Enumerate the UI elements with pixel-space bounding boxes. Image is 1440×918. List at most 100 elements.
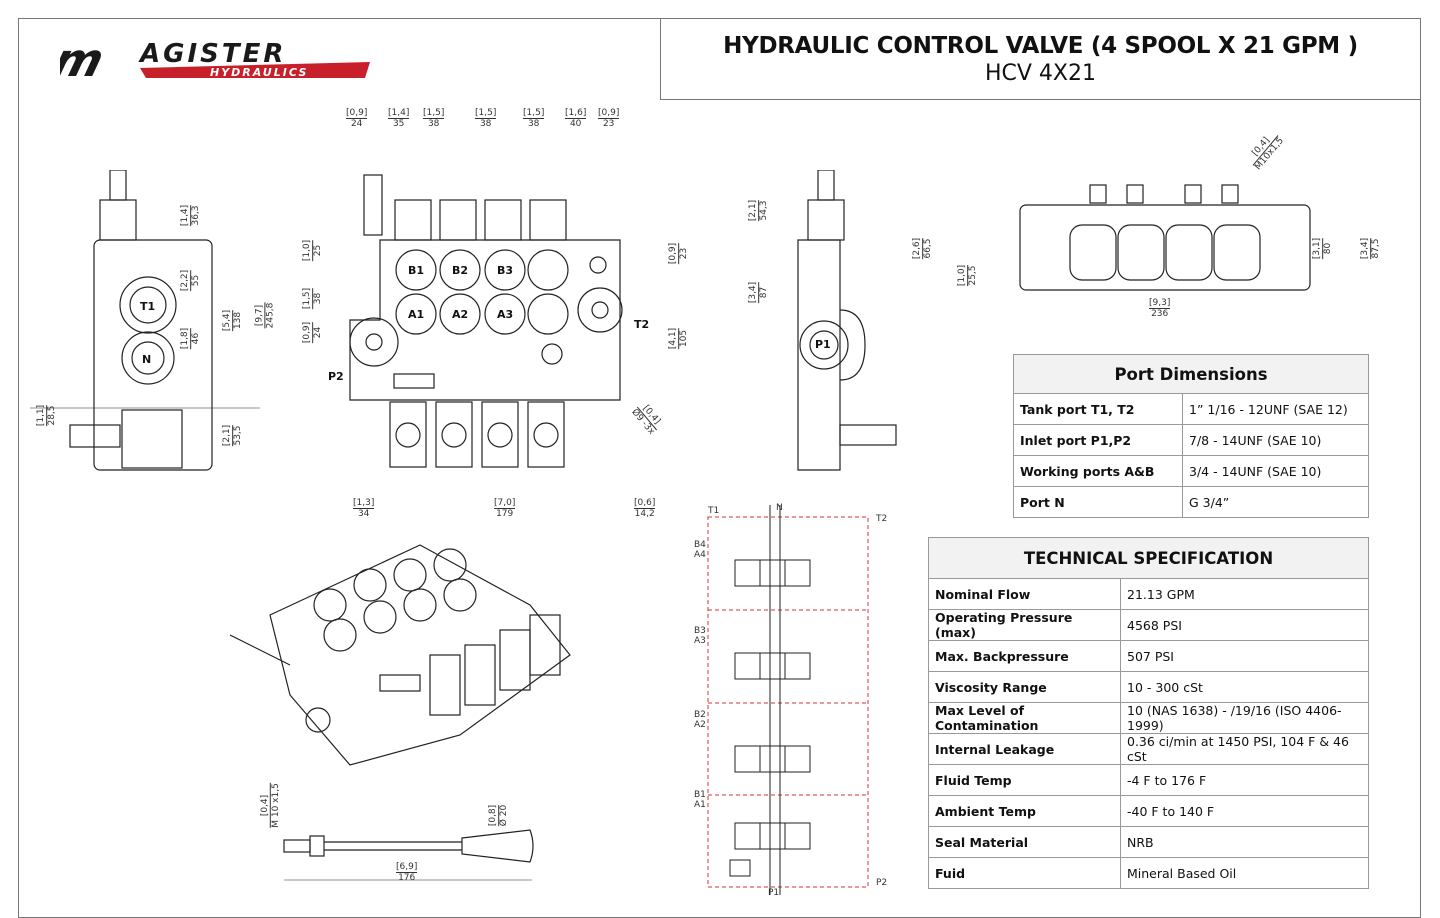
row-value: 10 - 300 cSt [1120,671,1369,703]
dim-rod-diameter: [0,8]Ø 20 [488,804,510,827]
dim-top-view-4: [9,3]236 [1149,298,1171,319]
dim-bottom-3: [0,6]14,2 [634,498,656,519]
dim-side-5: [1,8]46 [180,327,202,350]
dim-top-view-6: [3,4]87,5 [1360,237,1382,260]
row-value: 1” 1/16 - 12UNF (SAE 12) [1182,393,1369,425]
schematic-section-3: B3 A3 [694,626,706,646]
front-view-drawing [349,174,623,468]
port-t1-label: T1 [140,300,156,313]
svg-text:HYDRAULICS: HYDRAULICS [210,66,308,79]
row-value: 4568 PSI [1120,609,1369,641]
dim-side-r1: [2,1]54,3 [748,199,770,222]
dim-side-2: [2,2]55 [180,269,202,292]
table-row: Ambient Temp-40 F to 140 F [928,795,1369,827]
row-label: Working ports A&B [1013,455,1183,487]
table-row: Operating Pressure (max)4568 PSI [928,609,1369,641]
top-view-drawing [1019,184,1311,291]
port-a1-label: A1 [408,308,425,321]
row-label: Fuid [928,857,1121,889]
row-label: Port N [1013,486,1183,518]
dim-front-l1: [1,0]25 [302,239,324,262]
schematic-p1: P1 [768,888,780,898]
dim-top-7: [0,9]23 [598,108,620,129]
row-label: Ambient Temp [928,795,1121,827]
row-label: Max Level of Contamination [928,702,1121,734]
port-b1-label: B1 [408,264,425,277]
schematic-section-2: B2 A2 [694,710,706,730]
side-view-right-drawing [797,170,897,471]
svg-text:AGISTER: AGISTER [138,40,286,69]
magister-logo: m AGISTER HYDRAULICS [47,35,380,88]
side-view-left-drawing [30,170,260,471]
row-value: 3/4 - 14UNF (SAE 10) [1182,455,1369,487]
port-dimensions-title: Port Dimensions [1013,354,1369,394]
row-label: Viscosity Range [928,671,1121,703]
hydraulic-schematic [707,505,869,895]
dim-top-3: [1,5]38 [423,108,445,129]
row-label: Internal Leakage [928,733,1121,765]
schematic-section-1: B1 A1 [694,790,706,810]
port-p2-label: P2 [328,370,344,383]
row-value: -40 F to 140 F [1120,795,1369,827]
dim-side-3: [5,4]138 [222,309,244,332]
row-label: Tank port T1, T2 [1013,393,1183,425]
port-n-label: N [142,353,152,366]
dim-rod-length: [6,9]176 [396,862,418,883]
schematic-p2: P2 [876,878,888,888]
model-number: HCV 4X21 [984,61,1096,86]
lever-rod-drawing [283,829,534,881]
title-block: HYDRAULIC CONTROL VALVE (4 SPOOL X 21 GP… [660,18,1421,100]
row-value: Mineral Based Oil [1120,857,1369,889]
row-label: Max. Backpressure [928,640,1121,672]
schematic-t1: T1 [708,506,720,516]
row-label: Inlet port P1,P2 [1013,424,1183,456]
dim-front-r1: [0,9]23 [668,242,690,265]
row-value: 21.13 GPM [1120,578,1369,610]
row-value: NRB [1120,826,1369,858]
port-p1-label: P1 [815,338,831,351]
svg-text:m: m [60,40,109,82]
dim-top-view-5: [3,1]80 [1312,237,1334,260]
document-title: HYDRAULIC CONTROL VALVE (4 SPOOL X 21 GP… [723,33,1358,59]
dim-front-l2: [1,5]38 [302,287,324,310]
row-value: 7/8 - 14UNF (SAE 10) [1182,424,1369,456]
schematic-t2: T2 [876,514,888,524]
table-row: Fluid Temp-4 F to 176 F [928,764,1369,796]
dim-side-r2: [3,4]87 [748,281,770,304]
row-label: Operating Pressure (max) [928,609,1121,641]
row-value: 10 (NAS 1638) - /19/16 (ISO 4406-1999) [1120,702,1369,734]
row-value: G 3/4” [1182,486,1369,518]
dim-top-4: [1,5]38 [475,108,497,129]
dim-front-l3: [0,9]24 [302,321,324,344]
dim-bottom-2: [7,0]179 [494,498,516,519]
row-value: 507 PSI [1120,640,1369,672]
row-label: Fluid Temp [928,764,1121,796]
dim-side-6: [2,1]53,5 [222,424,244,447]
row-label: Nominal Flow [928,578,1121,610]
port-a3-label: A3 [497,308,514,321]
port-t2-label: T2 [634,318,650,331]
dim-rod-thread: [0,4]M 10 x1,5 [259,783,281,828]
technical-specification-title: TECHNICAL SPECIFICATION [928,537,1369,579]
dim-top-6: [1,6]40 [565,108,587,129]
port-b2-label: B2 [452,264,469,277]
dim-side-7: [1,1]28,5 [36,404,58,427]
dim-top-view-2: [2,6]66,5 [912,237,934,260]
dim-top-2: [1,4]35 [388,108,410,129]
dim-side-1: [1,4]36,3 [180,204,202,227]
row-label: Seal Material [928,826,1121,858]
port-b3-label: B3 [497,264,514,277]
row-value: 0.36 ci/min at 1450 PSI, 104 F & 46 cSt [1120,733,1369,765]
